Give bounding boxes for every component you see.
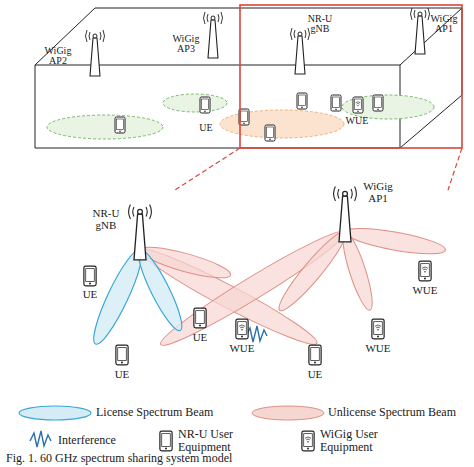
legend-text: WiGig User Equipment xyxy=(320,428,430,454)
station-label: WiGig AP3 xyxy=(166,34,206,55)
device-label: UE xyxy=(308,369,323,381)
device-label: WUE xyxy=(412,285,437,297)
station-label: WiGig AP1 xyxy=(426,14,462,35)
device-label: WUE xyxy=(365,343,390,355)
device-label: UE xyxy=(83,289,98,301)
legend-text: Interference xyxy=(58,434,116,447)
legend-text: NR-U User Equipment xyxy=(178,428,278,454)
device-label: UE xyxy=(115,369,130,381)
device-label: WUE xyxy=(229,343,254,355)
device-label: UE xyxy=(199,123,212,134)
figure-caption: Fig. 1. 60 GHz spectrum sharing system m… xyxy=(6,451,232,466)
legend-text: Unlicense Spectrum Beam xyxy=(328,406,456,419)
station-label: WiGig AP1 xyxy=(358,181,398,204)
station-label: NR-U gNB xyxy=(86,208,126,231)
station-label: NR-U gNB xyxy=(302,14,338,35)
device-label: UE xyxy=(193,332,208,344)
legend-text: License Spectrum Beam xyxy=(96,406,213,419)
device-label: WUE xyxy=(346,116,369,127)
station-label: WiGig AP2 xyxy=(38,46,78,67)
